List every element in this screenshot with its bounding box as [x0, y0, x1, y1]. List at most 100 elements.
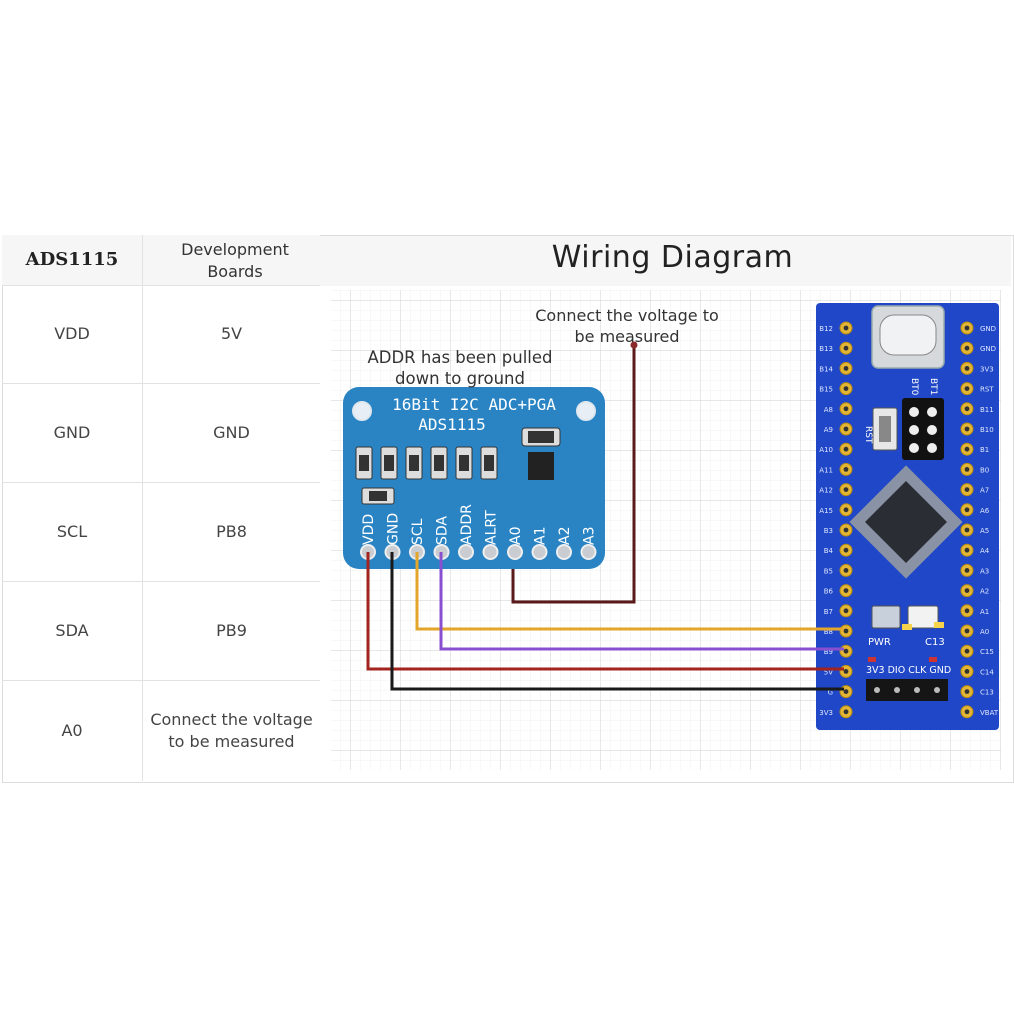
led-module [907, 605, 939, 629]
table-cell-ads-pin: SDA [55, 620, 89, 640]
board-pin-label: C14 [980, 668, 994, 676]
board-pin-hole [964, 628, 970, 634]
table-cell-ads-pin: SCL [56, 521, 88, 541]
row-divider [2, 680, 320, 681]
row-divider [2, 285, 320, 286]
module-pin-pad [507, 544, 523, 560]
board-pin-label: B0 [980, 466, 989, 474]
board-pin-hole [843, 588, 849, 593]
board-pin-label: A4 [980, 547, 990, 555]
crystal [871, 605, 901, 629]
bt1-label: BT1 [928, 378, 938, 395]
module-pin-alrt: ALRT [482, 510, 500, 560]
board-pin-b4: B4 [824, 543, 853, 557]
table-cell-board-pin: PB8 [216, 521, 247, 541]
wire-scl [415, 552, 844, 631]
table-cell-ads-pin: VDD [54, 324, 90, 343]
board-pin-hole [843, 568, 849, 573]
board-pin-hole [964, 608, 970, 614]
board-pin-hole [964, 689, 970, 694]
board-pin-hole [843, 345, 849, 351]
board-pin-label: RST [980, 386, 994, 394]
board-pin-c13: C13 [960, 685, 994, 699]
board-pin-hole [843, 709, 849, 715]
board-pin-label: GND [980, 345, 996, 353]
board-pin-label: B14 [819, 365, 833, 373]
board-pin-hole [964, 467, 970, 472]
board-pin-label: A12 [819, 487, 833, 495]
board-pin-b12: B12 [819, 321, 853, 335]
board-pin-b15: B15 [819, 382, 853, 396]
wire-gnd [390, 552, 844, 691]
board-pin-hole [843, 689, 849, 694]
board-pins: B12B13B14B15A8A9A10A11A12A15B3B4B5B6B7B8… [819, 321, 999, 719]
board-pin-label: A8 [824, 406, 833, 414]
swd-header [866, 679, 948, 701]
module-pin-pad [556, 544, 572, 560]
board-pin-hole [964, 325, 970, 331]
table-cell-ads-pin: GND [53, 422, 91, 442]
table-cell-board-pin: 5V [220, 324, 243, 343]
module-pin-a1: A1 [531, 527, 549, 560]
board-pin-label: B15 [819, 386, 833, 394]
board-pin-label: B7 [824, 608, 833, 616]
adc-chip [528, 452, 554, 480]
board-pin-rst: RST [960, 382, 994, 396]
wire-a0 [511, 344, 636, 604]
board-pin-label: A10 [819, 446, 833, 454]
board-pin-hole [964, 648, 970, 654]
board-pin-b3: B3 [824, 523, 853, 537]
board-pin-label: 3V3 [980, 365, 994, 373]
module-pin-label: ADDR [459, 504, 475, 545]
board-pin-hole [964, 487, 970, 492]
board-pin-label: B3 [824, 527, 833, 535]
module-pin-pad [531, 544, 548, 560]
board-pin-hole [843, 487, 849, 492]
row-divider [2, 482, 320, 483]
diagram-title: Wiring Diagram [551, 240, 794, 275]
board-pin-label: A2 [980, 588, 989, 596]
board-pin-hole [843, 507, 849, 513]
board-pin-hole [843, 467, 849, 472]
table-cell-board-pin: Connect the voltage to be measured [150, 709, 313, 751]
title-bar [320, 236, 1011, 286]
board-pin-label: C13 [980, 689, 994, 697]
module-pin-label: VDD [361, 514, 377, 545]
board-pin-b11: B11 [960, 402, 994, 416]
board-pin-label: A15 [819, 507, 833, 515]
table-cell-ads-pin: A0 [61, 720, 83, 740]
board-pin-hole [964, 669, 970, 674]
board-pin-hole [964, 588, 970, 593]
board-pin-a11: A11 [819, 462, 853, 476]
board-pin-a10: A10 [819, 442, 853, 456]
board-pin-a15: A15 [819, 503, 853, 517]
stm32-dev-board: PWR C13 3V3 DIO CLK GND RST BT0 BT1 B12B… [816, 303, 999, 730]
note-addr: ADDR has been pulled down to ground [367, 348, 553, 388]
board-pin-a4: A4 [960, 543, 990, 557]
module-pin-a0: A0 [507, 527, 524, 560]
board-pin-hole [843, 547, 849, 553]
wires [366, 344, 844, 691]
board-pin-label: A9 [824, 426, 833, 434]
module-pin-label: A2 [557, 527, 573, 545]
board-pin-c15: C15 [960, 644, 994, 658]
board-pin-label: A1 [980, 608, 989, 616]
board-pin-b10: B10 [960, 422, 994, 436]
board-pin-label: B5 [824, 567, 833, 575]
header-development-boards: Development Boards [181, 240, 289, 281]
board-pin-label: A7 [980, 487, 989, 495]
pwr-label: PWR [868, 637, 891, 648]
column-divider [142, 235, 143, 781]
board-pin-hole [964, 446, 970, 452]
board-pin-hole [964, 366, 970, 371]
board-pin-hole [843, 648, 849, 654]
board-pin-a6: A6 [960, 503, 990, 517]
smd-components [355, 427, 561, 505]
board-pin-label: 5V [824, 668, 833, 676]
swd-label: 3V3 DIO CLK GND [866, 665, 951, 676]
board-pin-hole [843, 325, 849, 331]
board-pin-label: B9 [824, 648, 833, 656]
